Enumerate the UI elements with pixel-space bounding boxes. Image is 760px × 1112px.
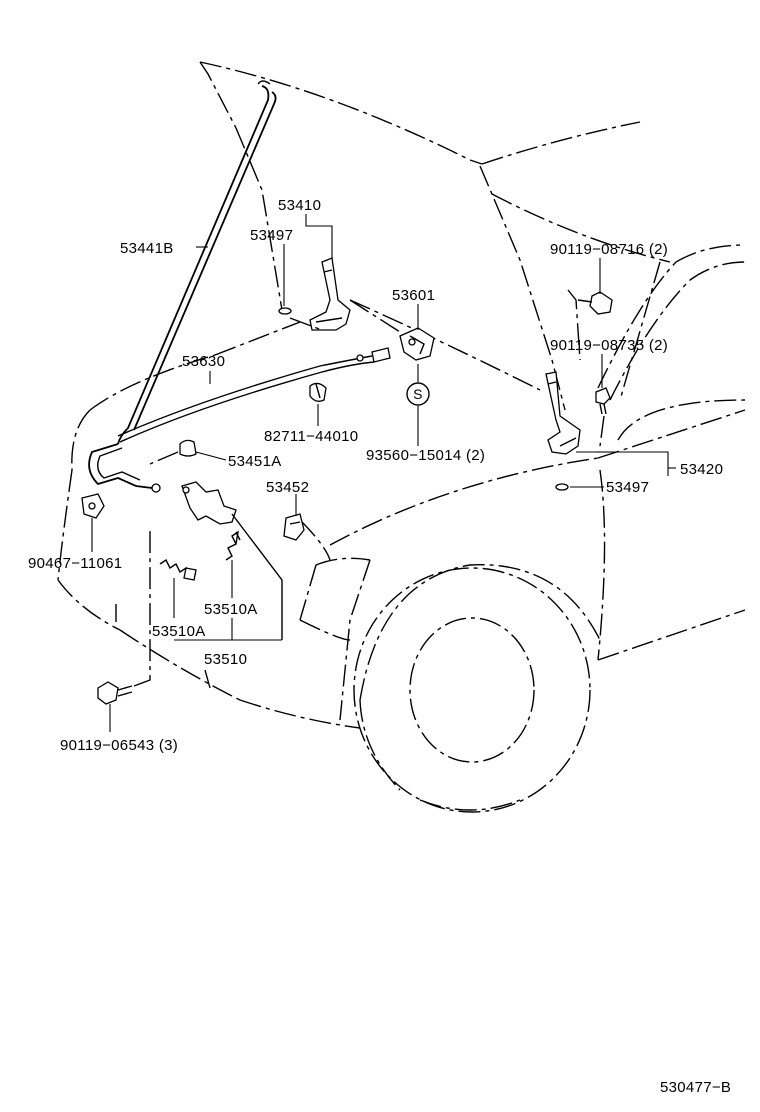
label-93560-15014: 93560−15014 (2) bbox=[366, 447, 485, 464]
hood-lock bbox=[399, 327, 435, 361]
vehicle-outline bbox=[57, 61, 746, 813]
hood-lock-cable bbox=[117, 347, 391, 443]
label-53441b: 53441B bbox=[120, 240, 174, 257]
cable-clip bbox=[309, 382, 327, 402]
label-90119-08735: 90119−08735 (2) bbox=[550, 337, 668, 354]
hood-support-rod bbox=[88, 80, 277, 493]
bolt-90119-06543 bbox=[97, 530, 151, 705]
lock-support bbox=[159, 481, 283, 640]
s-mark-label: S bbox=[413, 386, 423, 402]
label-53420: 53420 bbox=[680, 461, 723, 478]
leader-lines bbox=[91, 214, 676, 732]
right-hood-hinge bbox=[545, 261, 661, 491]
part-labels: 53410 53497 53441B 53601 90119−08716 (2)… bbox=[28, 197, 731, 1096]
support-clip bbox=[283, 513, 305, 541]
label-53510: 53510 bbox=[204, 651, 247, 668]
label-53601: 53601 bbox=[392, 287, 435, 304]
label-53510a-right: 53510A bbox=[204, 601, 258, 618]
reference-code: 530477−B bbox=[660, 1079, 731, 1096]
label-53630: 53630 bbox=[182, 353, 225, 370]
label-90119-08716: 90119−08716 (2) bbox=[550, 241, 668, 258]
label-90467-11061: 90467−11061 bbox=[28, 555, 122, 572]
label-53451a: 53451A bbox=[228, 453, 282, 470]
label-53497-top: 53497 bbox=[250, 227, 293, 244]
label-53452: 53452 bbox=[266, 479, 309, 496]
label-90119-06543: 90119−06543 (3) bbox=[60, 737, 178, 754]
label-82711-44010: 82711−44010 bbox=[264, 428, 358, 445]
label-53497-right: 53497 bbox=[606, 479, 649, 496]
left-hood-hinge bbox=[278, 257, 401, 333]
hood-cushion bbox=[149, 439, 197, 465]
s-mark: S bbox=[406, 382, 430, 406]
label-53510a-left: 53510A bbox=[152, 623, 206, 640]
bracket-90467 bbox=[81, 493, 105, 519]
label-53410: 53410 bbox=[278, 197, 321, 214]
